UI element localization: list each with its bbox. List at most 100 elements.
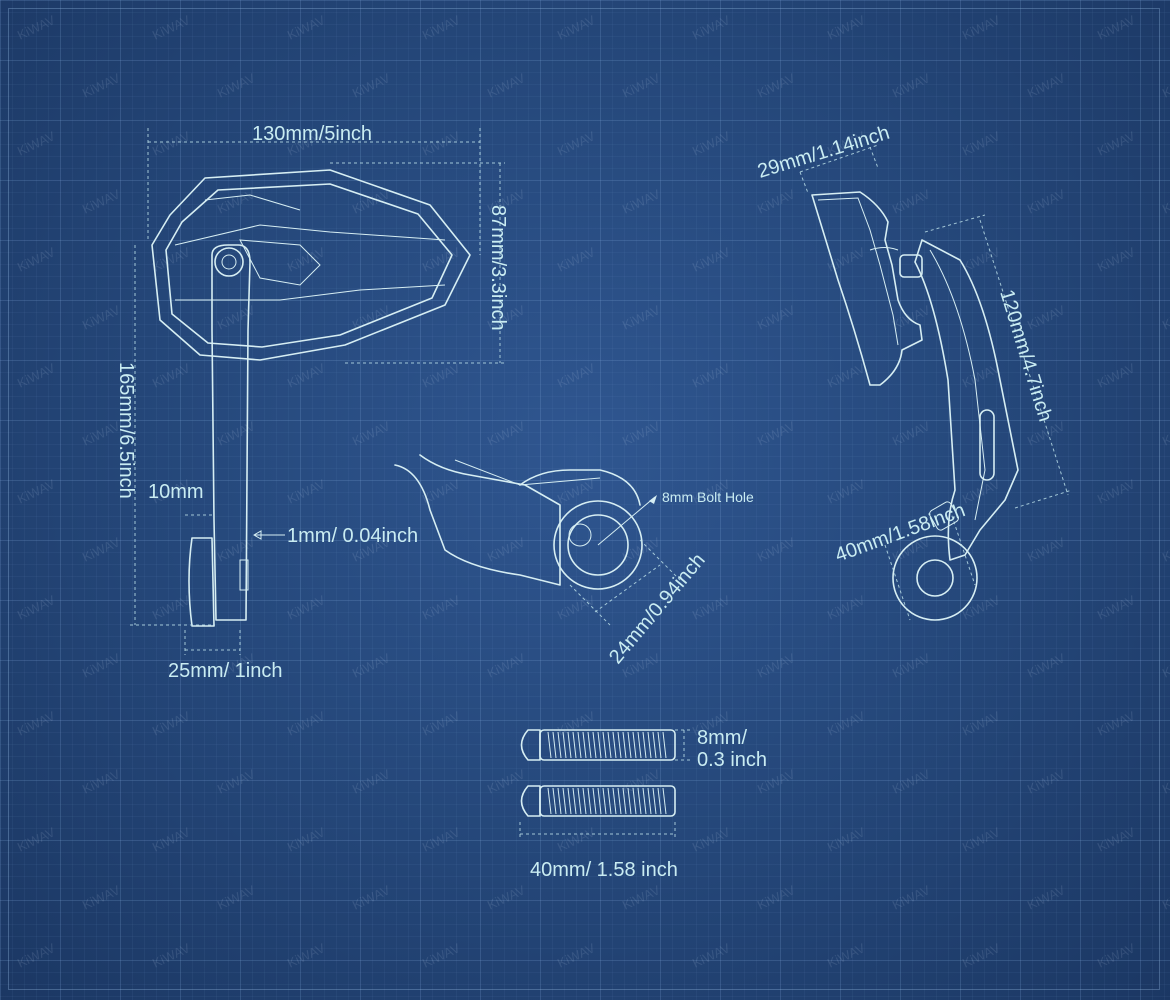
watermark-text: KiWAV: [960, 940, 1003, 971]
watermark-text: KiWAV: [485, 766, 528, 797]
watermark-text: KiWAV: [15, 824, 58, 855]
watermark-text: KiWAV: [215, 70, 258, 101]
bolt-thread: [587, 787, 592, 815]
watermark-text: KiWAV: [215, 766, 258, 797]
watermark-text: KiWAV: [1160, 882, 1170, 913]
watermark-text: KiWAV: [485, 882, 528, 913]
bolt-thread: [617, 787, 622, 815]
clamp-dimensions: [569, 495, 681, 626]
watermark-text: KiWAV: [690, 244, 733, 275]
bolt-thread: [657, 787, 662, 815]
watermark-text: KiWAV: [215, 882, 258, 913]
bolt-thread: [587, 731, 592, 759]
watermark-text: KiWAV: [1025, 302, 1068, 333]
watermark-text: KiWAV: [1160, 418, 1170, 449]
watermark-text: KiWAV: [285, 824, 328, 855]
watermark-text: KiWAV: [215, 418, 258, 449]
watermark-text: KiWAV: [755, 882, 798, 913]
bolt-thread: [627, 731, 632, 759]
bolt-thread: [592, 787, 597, 815]
watermark-text: KiWAV: [690, 360, 733, 391]
watermark-text: KiWAV: [755, 418, 798, 449]
blueprint-frame: [8, 8, 1160, 990]
watermark-text: KiWAV: [890, 302, 933, 333]
watermark-text: KiWAV: [420, 592, 463, 623]
front-view-dimensions: [130, 128, 505, 655]
watermark-text: KiWAV: [350, 418, 393, 449]
bolt-thread: [617, 731, 622, 759]
watermark-text: KiWAV: [15, 360, 58, 391]
bolt-top: [520, 729, 676, 761]
watermark-text: KiWAV: [1095, 592, 1138, 623]
bolt-thread: [547, 787, 552, 815]
watermark-text: KiWAV: [890, 650, 933, 681]
right-side-view: [811, 191, 1019, 621]
watermark-text: KiWAV: [285, 940, 328, 971]
watermark-text: KiWAV: [620, 882, 663, 913]
watermark-text: KiWAV: [150, 360, 193, 391]
bolt-thread: [557, 787, 562, 815]
watermark-text: KiWAV: [285, 360, 328, 391]
watermark-text: KiWAV: [1095, 708, 1138, 739]
bolt-thread: [622, 731, 627, 759]
bolt-dimensions: [519, 729, 690, 840]
watermark-text: KiWAV: [215, 534, 258, 565]
bolt-thread: [592, 731, 597, 759]
watermark-text: KiWAV: [350, 882, 393, 913]
watermark-text: KiWAV: [825, 824, 868, 855]
bolt-thread: [607, 731, 612, 759]
watermark-text: KiWAV: [890, 882, 933, 913]
watermark-text: KiWAV: [1095, 244, 1138, 275]
watermark-text: KiWAV: [350, 186, 393, 217]
watermark-text: KiWAV: [485, 534, 528, 565]
watermark-text: KiWAV: [690, 824, 733, 855]
watermark-text: KiWAV: [1160, 650, 1170, 681]
watermark-text: KiWAV: [690, 128, 733, 159]
bolt-thread: [647, 731, 652, 759]
bolt-thread: [647, 787, 652, 815]
dim-base-width: 25mm/ 1inch: [168, 660, 283, 682]
watermark-text: KiWAV: [485, 418, 528, 449]
watermark-text: KiWAV: [420, 244, 463, 275]
watermark-text: KiWAV: [80, 882, 123, 913]
watermark-text: KiWAV: [620, 70, 663, 101]
watermark-text: KiWAV: [755, 534, 798, 565]
watermark-text: KiWAV: [555, 12, 598, 43]
watermark-text: KiWAV: [15, 244, 58, 275]
bolt-thread: [547, 731, 552, 759]
watermark-text: KiWAV: [485, 650, 528, 681]
watermark-text: KiWAV: [960, 12, 1003, 43]
dim-mount-29: 29mm/1.14inch: [755, 122, 892, 183]
bolt-thread: [577, 731, 582, 759]
bolt-thread: [582, 787, 587, 815]
bolt-thread: [607, 787, 612, 815]
watermark-text: KiWAV: [1160, 534, 1170, 565]
watermark-text: KiWAV: [690, 12, 733, 43]
watermark-text: KiWAV: [1025, 534, 1068, 565]
watermark-text: KiWAV: [80, 534, 123, 565]
watermark-text: KiWAV: [285, 708, 328, 739]
watermark-text: KiWAV: [1095, 128, 1138, 159]
watermark-text: KiWAV: [1025, 186, 1068, 217]
watermark-text: KiWAV: [1160, 70, 1170, 101]
watermark-text: KiWAV: [825, 360, 868, 391]
watermark-text: KiWAV: [960, 824, 1003, 855]
bolt-thread: [577, 787, 582, 815]
watermark-text: KiWAV: [555, 708, 598, 739]
watermark-text: KiWAV: [1025, 882, 1068, 913]
bolt-thread: [612, 787, 617, 815]
watermark-text: KiWAV: [150, 592, 193, 623]
watermark-text: KiWAV: [15, 592, 58, 623]
watermark-text: KiWAV: [350, 70, 393, 101]
watermark-text: KiWAV: [890, 186, 933, 217]
bolt-thread: [637, 787, 642, 815]
dim-arm-thickness: 1mm/ 0.04inch: [287, 525, 418, 547]
dim-bolt-dia-2: 0.3 inch: [697, 749, 767, 771]
watermark-text: KiWAV: [1025, 650, 1068, 681]
watermark-text: KiWAV: [15, 940, 58, 971]
bolt-thread: [552, 787, 557, 815]
watermark-text: KiWAV: [1160, 302, 1170, 333]
watermark-text: KiWAV: [620, 186, 663, 217]
watermark-text: KiWAV: [755, 302, 798, 333]
